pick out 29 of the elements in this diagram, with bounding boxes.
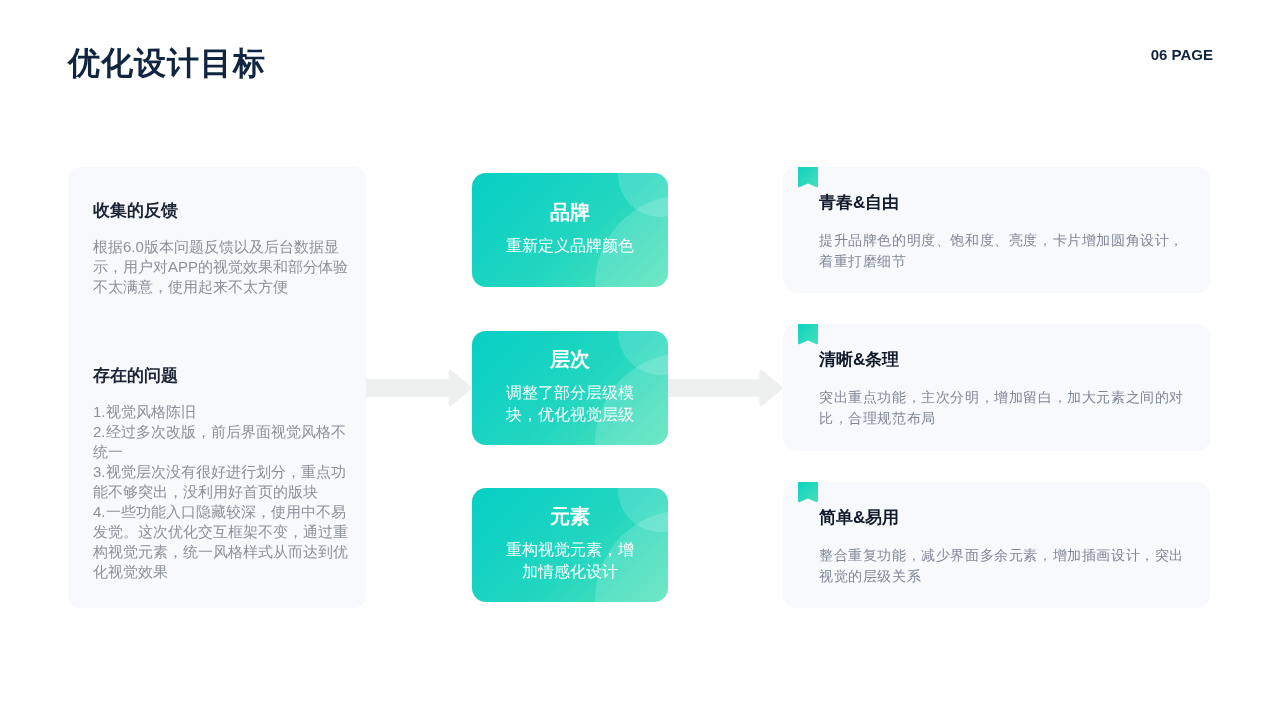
feature-card (472, 331, 668, 445)
feature-card (472, 173, 668, 287)
card-text: 提升品牌色的明度、饱和度、亮度，卡片增加圆角设计，着重打磨细节 (819, 231, 1185, 271)
card-title: 清晰&条理 (819, 349, 900, 371)
card-title: 青春&自由 (819, 192, 900, 214)
list-item: 4.一些功能入口隐藏较深，使用中不易发觉。这次优化交互框架不变，通过重构视觉元素，统一风格样式从而达到优化视觉效果 (93, 502, 349, 582)
section-heading: 收集的反馈 (93, 200, 179, 222)
goal-card (783, 324, 1211, 451)
page-number: 06 PAGE (1150, 45, 1213, 65)
list-item: 3.视觉层次没有很好进行划分，重点功能不够突出，没利用好首页的版块 (93, 462, 347, 502)
card-text: 重构视觉元素，增加情感化设计 (505, 540, 635, 582)
list-item: 1.视觉风格陈旧 (93, 402, 197, 422)
card-text: 突出重点功能，主次分明，增加留白，加大元素之间的对比，合理规范布局 (819, 388, 1185, 428)
card-text: 调整了部分层级模块，优化视觉层级 (505, 383, 635, 425)
card-text: 整合重复功能，减少界面多余元素，增加插画设计，突出视觉的层级关系 (819, 546, 1185, 586)
section-heading: 存在的问题 (93, 365, 179, 387)
card-text: 重新定义品牌颜色 (506, 236, 634, 256)
body-text: 根据6.0版本问题反馈以及后台数据显示，用户对APP的视觉效果和部分体验不太满意，使用起来不太方便 (93, 237, 349, 297)
page-title: 优化设计目标 (68, 44, 266, 83)
arrow (366, 370, 472, 406)
card-title: 元素 (550, 504, 590, 529)
arrow (668, 370, 783, 406)
card-title: 层次 (550, 347, 590, 372)
card-title: 简单&易用 (819, 507, 900, 529)
goal-card (783, 482, 1210, 608)
list-item: 2.经过多次改版，前后界面视觉风格不统一 (93, 422, 347, 462)
feature-card (472, 488, 668, 602)
goal-card (783, 167, 1211, 293)
card-title: 品牌 (550, 200, 590, 225)
